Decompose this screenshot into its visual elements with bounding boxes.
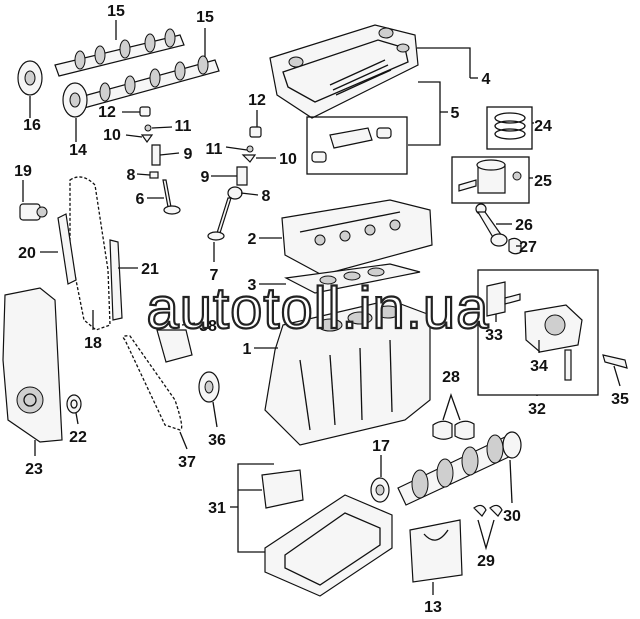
camshaft-exhaust <box>79 55 220 109</box>
oil-pump-assembly <box>477 269 599 396</box>
callout-10b: 10 <box>279 151 297 168</box>
crankshaft <box>397 431 522 506</box>
cylinder-head <box>281 199 433 276</box>
callout-10a: 10 <box>103 127 121 144</box>
piston <box>451 156 530 204</box>
callout-30: 30 <box>503 508 521 525</box>
valve-cover <box>269 24 419 119</box>
callout-26: 26 <box>515 217 533 234</box>
chain-guide-20 <box>57 213 77 285</box>
callout-9b: 9 <box>201 169 210 186</box>
callout-13: 13 <box>424 599 442 616</box>
thrust-washers <box>473 504 503 517</box>
callout-19: 19 <box>14 163 32 180</box>
valve-cover-gaskets <box>306 116 408 175</box>
piston-rings <box>486 106 533 150</box>
callout-27: 27 <box>519 239 537 256</box>
callout-37: 37 <box>178 454 196 471</box>
callout-14: 14 <box>69 142 87 159</box>
callout-24: 24 <box>534 118 552 135</box>
watermark: autotoll.in.ua <box>147 276 490 341</box>
rod-bearing <box>508 237 522 255</box>
callout-12a: 12 <box>98 104 116 121</box>
bearing-cap <box>409 519 463 583</box>
callout-9a: 9 <box>184 146 193 163</box>
callout-8a: 8 <box>127 167 136 184</box>
callout-11a: 11 <box>175 118 192 135</box>
callout-5: 5 <box>451 105 460 122</box>
oil-pump-sprocket <box>198 371 220 403</box>
cam-sprocket-16 <box>17 60 43 96</box>
cam-sprocket-14 <box>62 82 88 118</box>
callout-16: 16 <box>23 117 41 134</box>
callout-8b: 8 <box>262 188 271 205</box>
crank-seal <box>66 394 82 414</box>
valve-parts-left <box>139 106 181 215</box>
callout-32: 32 <box>528 401 546 418</box>
engine-block <box>264 299 431 446</box>
callout-35: 35 <box>611 391 629 408</box>
callout-2: 2 <box>248 231 257 248</box>
callout-33: 33 <box>485 327 503 344</box>
callout-23: 23 <box>25 461 43 478</box>
oil-pickup-tube <box>602 354 628 369</box>
callout-numbers: 15 15 16 14 12 11 10 9 8 6 12 11 10 9 8 … <box>14 3 629 616</box>
chain-tensioner <box>19 203 48 221</box>
main-bearings <box>432 420 475 440</box>
valve-parts-right <box>207 126 262 241</box>
callout-17: 17 <box>372 438 390 455</box>
callout-7: 7 <box>210 267 219 284</box>
callout-29: 29 <box>477 553 495 570</box>
callout-20: 20 <box>18 245 36 262</box>
connecting-rod <box>475 203 508 247</box>
crank-sprocket <box>370 477 390 503</box>
callout-28: 28 <box>442 369 460 386</box>
callout-15b: 15 <box>196 9 214 26</box>
callout-1: 1 <box>243 341 252 358</box>
timing-chain <box>69 176 111 331</box>
oil-pan-baffle <box>261 469 304 509</box>
callout-15a: 15 <box>107 3 125 20</box>
callout-11b: 11 <box>206 141 223 158</box>
oil-pan <box>264 494 393 597</box>
chain-guide-21 <box>109 239 123 321</box>
callout-4: 4 <box>482 71 491 88</box>
callout-12b: 12 <box>248 92 266 109</box>
head-gasket <box>284 263 421 294</box>
callout-36: 36 <box>208 432 226 449</box>
callout-18: 18 <box>84 335 102 352</box>
callout-3: 3 <box>248 277 257 294</box>
callout-31: 31 <box>208 500 226 517</box>
chain-guide-38 <box>156 329 193 363</box>
callout-38: 38 <box>199 318 217 335</box>
leader-lines <box>22 20 621 595</box>
callout-21: 21 <box>141 261 159 278</box>
timing-cover <box>2 287 63 443</box>
callout-22: 22 <box>69 429 87 446</box>
callout-34: 34 <box>530 358 548 375</box>
camshaft-intake <box>54 28 185 77</box>
callout-6: 6 <box>136 191 145 208</box>
callout-25: 25 <box>534 173 552 190</box>
